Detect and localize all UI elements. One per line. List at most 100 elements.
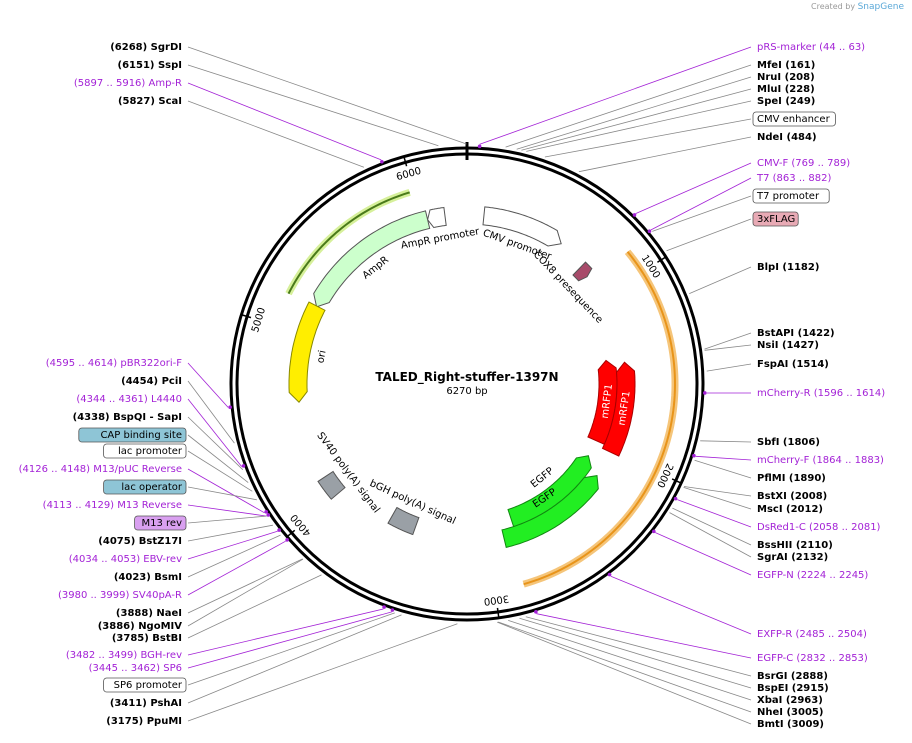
map-label-dsred1-c-2058-2081: DsRed1-C (2058 .. 2081) [757,522,881,533]
leader-line [505,64,752,148]
map-label-4338-bspqi-sapi: (4338) BspQI - SapI [73,412,182,423]
leader-line [666,218,752,252]
leader-line [187,434,249,483]
primer-mark [277,528,281,532]
tick-mark [287,529,296,537]
leader-line [187,64,439,147]
map-label-lac-operator: lac operator [121,482,182,493]
map-label-3175-ppumi: (3175) PpuMI [106,716,182,727]
primer-mark [380,159,384,164]
tick-mark [496,607,500,617]
map-label-mcherry-f-1864-1883: mCherry-F (1864 .. 1883) [757,455,884,466]
feature-label-ori: ori [315,349,328,364]
map-label-3888-naei: (3888) NaeI [116,608,182,619]
leader-line [508,620,752,701]
map-label-ndei-484: NdeI (484) [757,132,817,143]
map-label-bsrgi-2888: BsrGI (2888) [757,671,828,682]
tick-label: 5000 [250,306,268,334]
primer-mark [390,608,395,612]
leader-line [519,617,752,689]
leader-line [536,613,752,659]
map-label-4023-bsmi: (4023) BsmI [114,572,182,583]
leader-line [187,524,273,542]
leader-line [187,515,267,524]
primer-mark [477,144,482,149]
map-label-4075-bstz17i: (4075) BstZ17I [98,536,182,547]
feature-box [134,515,187,531]
leader-line [479,46,752,145]
map-label-nhei-3005: NheI (3005) [757,707,823,718]
leader-line [695,455,752,461]
map-label-mcherry-r-1596-1614: mCherry-R (1596 .. 1614) [757,388,885,399]
leader-line [544,118,752,158]
leader-line [497,621,752,725]
feature-cox8 [572,261,593,282]
tick-mark [242,314,252,319]
leader-line [187,450,253,492]
map-label-3411-pshai: (3411) PshAI [110,698,182,709]
snapgene-watermark: Created by SnapGene [811,2,904,12]
leader-line [683,486,752,497]
map-label-pflmi-1890: PflMI (1890) [757,473,826,484]
map-label-sbfi-1806: SbfI (1806) [757,437,820,448]
feature-label-sv40-polya: SV40 poly(A) signal [314,430,381,515]
map-label-bstxi-2008: BstXI (2008) [757,491,827,502]
leader-line [187,398,243,467]
map-label-bsshii-2110: BssHII (2110) [757,540,833,551]
map-label-4454-pcii: (4454) PciI [121,376,182,387]
feature-mrfp1-b [601,361,636,457]
map-label-3785-bstbi: (3785) BstBI [112,633,182,644]
map-label-xbai-2963: XbaI (2963) [757,695,823,706]
leader-line [187,540,286,596]
leader-line [187,623,458,722]
map-label-bmti-3009: BmtI (3009) [757,719,824,730]
leader-line [516,76,752,150]
leader-line [610,575,752,635]
feature-box [752,111,836,127]
leader-line [187,608,384,656]
plasmid-size: 6270 bp [446,386,487,397]
map-label-lac-promoter: lac promoter [118,446,183,457]
map-label-egfp-c-2832-2853: EGFP-C (2832 .. 2853) [757,653,868,664]
leader-line [187,486,257,501]
leader-line [187,100,365,168]
primer-mark [266,513,271,517]
map-label-4595-4614-pbr322ori-f: (4595 .. 4614) pBR322ori-F [46,358,182,369]
tick-label: 3000 [483,592,510,606]
feature-box [103,677,187,693]
feature-egfp-b [501,475,599,549]
primer-mark [228,405,232,410]
ampr-arc [287,191,410,295]
feature-label-mrfp1-a: mRFP1 [600,383,615,419]
map-label-4126-4148-m13-puc-reverse: (4126 .. 4148) M13/pUC Reverse [19,464,182,475]
map-label-4344-4361-l4440: (4344 .. 4361) L4440 [76,394,182,405]
leader-line [669,512,752,558]
primer-mark [703,391,707,395]
tick-mark [671,478,681,484]
feature-cmv-promoter [482,206,562,247]
map-label-3980-3999-sv40pa-r: (3980 .. 3999) SV40pA-R [58,590,182,601]
map-label-5897-5916-amp-r: (5897 .. 5916) Amp-R [74,78,182,89]
leader-line [187,530,278,560]
leader-line [689,266,752,294]
feature-ampr [313,210,431,308]
leader-line [578,136,752,173]
leader-line [187,614,402,704]
leader-line [672,507,752,546]
primer-mark [285,538,289,542]
leader-line [704,344,752,351]
plasmid-name: TALED_Right-stuffer-1397N [375,370,558,385]
feature-label-cox8: COX8 presequence [531,249,605,325]
primer-mark [534,610,538,614]
map-label-3xflag: 3xFLAG [757,214,795,225]
map-label-3482-3499-bgh-rev: (3482 .. 3499) BGH-rev [66,650,182,661]
feature-box [752,188,830,204]
leader-line [187,574,322,639]
leader-line [187,504,267,517]
map-label-5827-scai: (5827) ScaI [118,96,182,107]
map-label-4113-4129-m13-reverse: (4113 .. 4129) M13 Reverse [43,500,182,511]
feature-box [78,427,187,443]
leader-line [187,380,235,444]
